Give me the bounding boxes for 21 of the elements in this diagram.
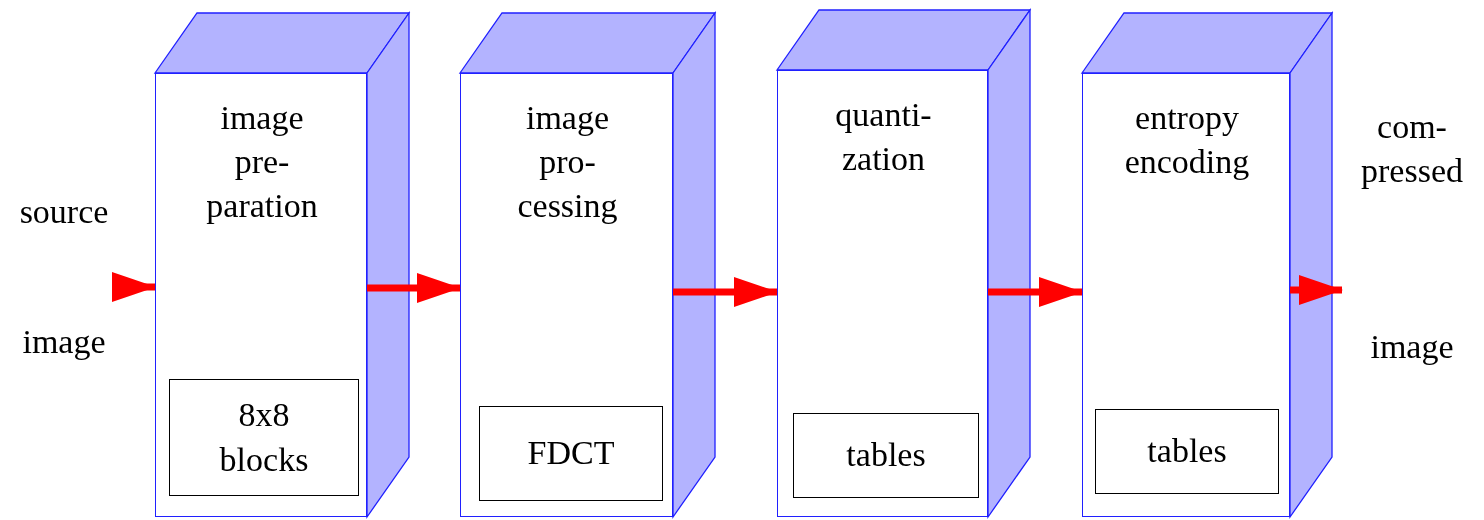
sub-box-text: tables	[845, 435, 927, 476]
arrow	[988, 277, 1083, 307]
sub-box	[479, 406, 663, 501]
io-label: source	[18, 192, 110, 232]
io-label: com- pressed	[1360, 107, 1464, 192]
arrow	[673, 277, 778, 307]
sub-box	[1095, 409, 1279, 494]
arrow	[1290, 275, 1343, 305]
block-title: image pro- cessing	[516, 98, 619, 227]
sub-box-text: tables	[1146, 431, 1228, 472]
sub-box-text: FDCT	[526, 433, 616, 474]
io-label: image	[1369, 327, 1455, 367]
sub-box	[793, 413, 979, 498]
block-title: quanti- zation	[834, 95, 933, 180]
io-label: image	[21, 322, 107, 362]
sub-box	[169, 379, 359, 496]
block-title: image pre- paration	[205, 98, 319, 227]
sub-box-text: 8x8 blocks	[218, 395, 310, 480]
arrow	[112, 272, 156, 302]
block-title: entropy encoding	[1123, 98, 1251, 183]
arrow	[367, 273, 461, 303]
